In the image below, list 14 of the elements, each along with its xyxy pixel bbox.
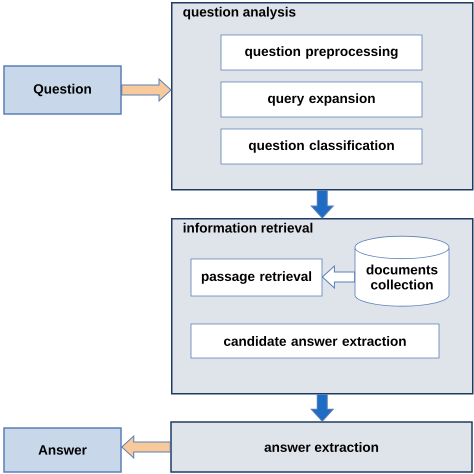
io-box: Answer <box>3 427 122 473</box>
process-box: question classification <box>220 128 422 164</box>
process-box: candidate answer extraction <box>190 324 440 358</box>
block-arrow <box>310 190 334 219</box>
block-arrow <box>322 264 356 290</box>
block-arrow <box>121 78 172 102</box>
process-box: question preprocessing <box>220 34 422 70</box>
io-box: Question <box>3 65 122 115</box>
block-arrow <box>121 434 171 460</box>
block-arrow <box>310 394 334 422</box>
stage-box: answer extraction <box>170 421 473 473</box>
process-box: passage retrieval <box>190 258 322 296</box>
database-cylinder: documents collection <box>354 236 450 307</box>
process-box: query expansion <box>220 82 422 118</box>
